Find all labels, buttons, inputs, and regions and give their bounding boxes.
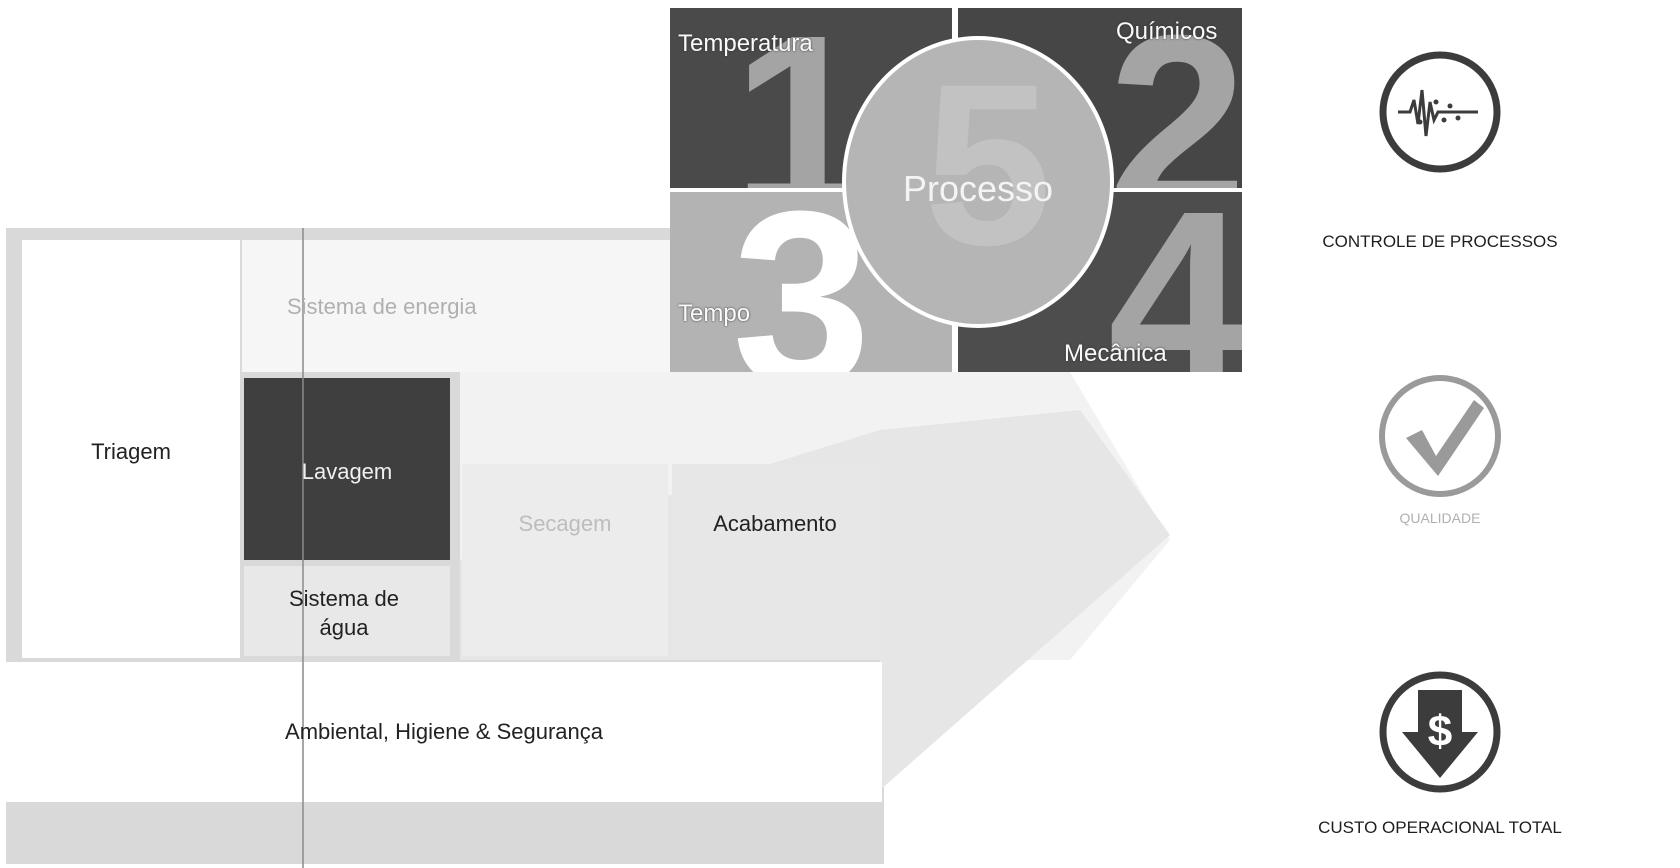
triagem-panel xyxy=(22,240,240,658)
tempo-label: Tempo xyxy=(678,300,751,327)
number-5: 5 xyxy=(924,36,1052,293)
acabamento-cell xyxy=(672,464,878,656)
center-circle: 5 Processo xyxy=(842,36,1114,328)
sistema-agua-cell xyxy=(244,566,450,656)
acabamento-label: Acabamento xyxy=(713,511,837,536)
ambiental-label: Ambiental, Higiene & Segurança xyxy=(285,719,603,744)
waveform-icon xyxy=(1379,51,1501,173)
lavagem-label: Lavagem xyxy=(301,459,393,484)
checkmark-icon xyxy=(1379,375,1501,497)
triagem-label: Triagem xyxy=(91,439,171,464)
quadrant-mecanica: 4 Mecânica xyxy=(958,192,1242,372)
controle-processos-caption: CONTROLE DE PROCESSOS xyxy=(1322,232,1558,251)
mecanica-label: Mecânica xyxy=(1064,340,1167,367)
number-4: 4 xyxy=(1108,192,1242,372)
processo-label: Processo xyxy=(902,168,1054,209)
number-2: 2 xyxy=(1108,8,1242,188)
secagem-label: Secagem xyxy=(518,511,612,536)
temperatura-label: Temperatura xyxy=(678,30,813,57)
svg-text:$: $ xyxy=(1428,707,1452,756)
qualidade-caption: QUALIDADE xyxy=(1399,510,1481,526)
ambiental-bar xyxy=(6,662,882,802)
lavagem-cell xyxy=(244,378,450,560)
quimicos-label: Químicos xyxy=(1116,18,1218,45)
process-quadrant: 1 Temperatura 2 Químicos 3 Tempo 4 Mecân… xyxy=(670,8,1242,372)
custo-operacional-caption: CUSTO OPERACIONAL TOTAL xyxy=(1318,818,1562,837)
sistema-energia-label: Sistema de energia xyxy=(287,294,477,319)
secagem-cell xyxy=(462,464,668,656)
dollar-down-arrow-icon: $ xyxy=(1379,671,1501,793)
sistema-agua-label: Sistema de água xyxy=(288,586,400,640)
